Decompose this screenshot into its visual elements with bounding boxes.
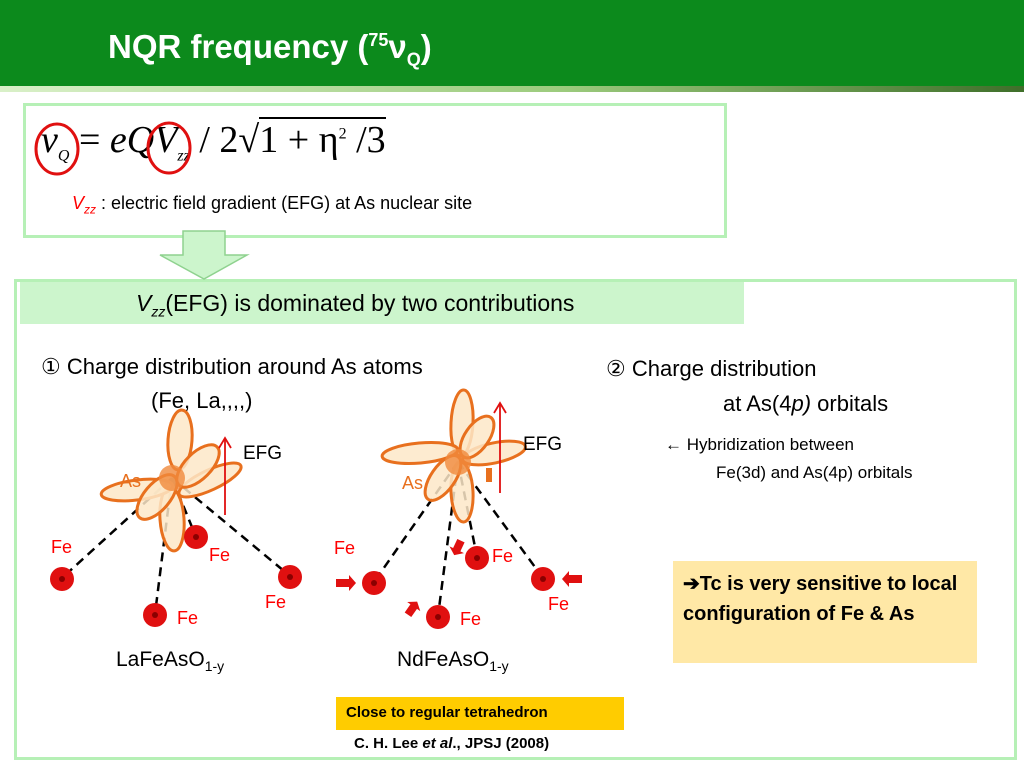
fe-atom bbox=[465, 546, 489, 570]
diagram-left bbox=[50, 408, 302, 627]
down-arrow-icon bbox=[159, 230, 250, 280]
contribution-2-line2: at As(4p) orbitals bbox=[723, 391, 889, 416]
as-atom-left bbox=[159, 465, 185, 491]
title-bar-stripe bbox=[0, 86, 1024, 92]
fe-label: Fe bbox=[209, 545, 231, 565]
as-atom-right bbox=[445, 449, 471, 475]
highlight-circle-vzz bbox=[146, 121, 192, 175]
title-bar bbox=[0, 0, 1024, 86]
hybridization-line1: ← Hybridization between bbox=[665, 435, 854, 454]
fe-label: Fe bbox=[548, 594, 570, 614]
regular-tetrahedron-label: Close to regular tetrahedron bbox=[336, 697, 624, 730]
efg-label-left: EFG bbox=[243, 443, 283, 464]
contribution-2-line1: ② Charge distribution bbox=[606, 356, 817, 381]
banner-text: Vzz(EFG) is dominated by two contributio… bbox=[136, 290, 575, 320]
fe-label: Fe bbox=[177, 608, 199, 628]
sqrt-symbol: √ bbox=[238, 119, 260, 161]
fe-atom bbox=[531, 567, 555, 591]
fe-label: Fe bbox=[492, 546, 514, 566]
fe-atom bbox=[278, 565, 302, 589]
vzz-description: Vzz : electric field gradient (EFG) at A… bbox=[72, 193, 473, 217]
fe-label: Fe bbox=[460, 609, 482, 629]
compound-right: NdFeAsO1-y bbox=[397, 648, 509, 675]
as-label-right: As bbox=[402, 473, 424, 493]
fe-label: Fe bbox=[334, 538, 356, 558]
compound-left: LaFeAsO1-y bbox=[116, 648, 225, 675]
fe-label: Fe bbox=[51, 537, 73, 557]
formula-box bbox=[23, 103, 727, 238]
diagram-right bbox=[336, 388, 582, 629]
banner bbox=[20, 282, 744, 324]
contribution-1-line1: ① Charge distribution around As atoms bbox=[41, 354, 423, 379]
as-label-left: As bbox=[120, 471, 142, 491]
highlight-circle-nu bbox=[34, 122, 80, 176]
fe-atom bbox=[184, 525, 208, 549]
hybridization-line2: Fe(3d) and As(4p) orbitals bbox=[716, 463, 913, 482]
page-title: NQR frequency (75νQ) bbox=[108, 28, 432, 70]
tc-sensitivity-note: ➔Tc is very sensitive to local configura… bbox=[673, 561, 977, 663]
citation: C. H. Lee et al., JPSJ (2008) bbox=[354, 735, 550, 752]
contribution-1-line2: (Fe, La,,,,) bbox=[151, 388, 253, 413]
fe-atom bbox=[143, 603, 167, 627]
contributions-box bbox=[14, 279, 1017, 760]
fe-atom bbox=[50, 567, 74, 591]
fe-label: Fe bbox=[265, 592, 287, 612]
fe-atom bbox=[426, 605, 450, 629]
efg-label-right: EFG bbox=[523, 434, 563, 455]
fe-atom bbox=[362, 571, 386, 595]
